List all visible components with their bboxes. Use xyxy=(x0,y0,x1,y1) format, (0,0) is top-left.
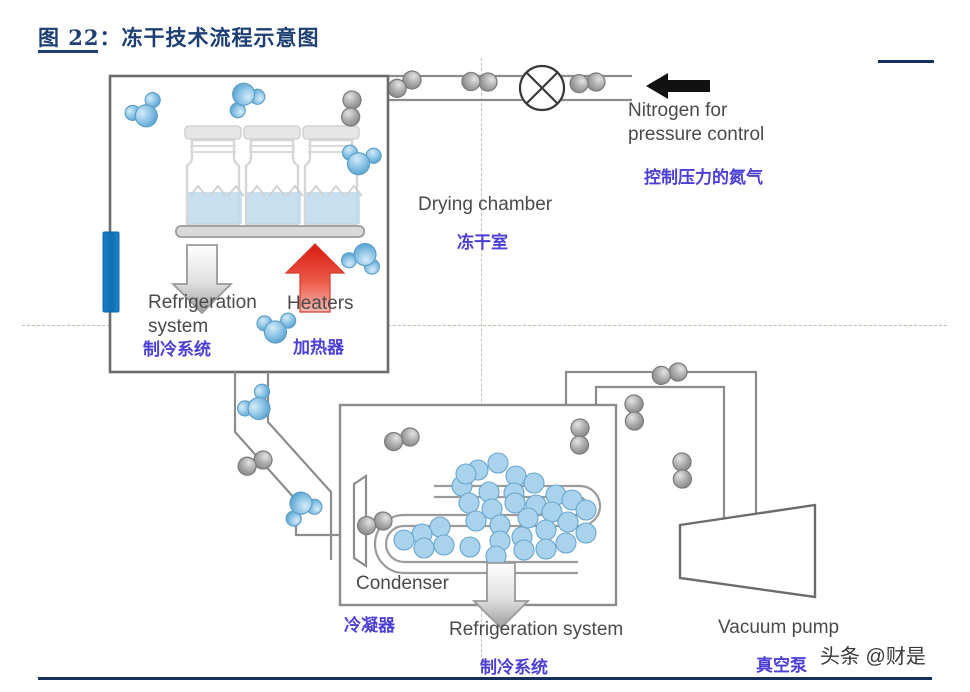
nitrogen-molecule-icon xyxy=(384,67,426,102)
label-chamber-refrigeration-en: Refrigeration system xyxy=(148,292,257,337)
vacuum-pump-icon xyxy=(678,503,817,599)
watermark: 头条 @财是 xyxy=(820,646,926,668)
nitrogen-molecule-icon xyxy=(623,394,645,431)
label-vacuum-pump-cn: 真空泵 xyxy=(756,656,807,675)
vertical-guide-line xyxy=(481,58,482,672)
horizontal-guide-line xyxy=(22,325,947,326)
label-drying-chamber-cn: 冻干室 xyxy=(457,233,508,252)
label-nitrogen-en-line2: pressure control xyxy=(628,124,765,145)
refrigeration-down-arrow-icon xyxy=(170,244,234,315)
label-vacuum-pump-en: Vacuum pump xyxy=(718,617,840,638)
valve-cross-icon xyxy=(518,64,566,112)
condenser-refrigeration-down-arrow-icon xyxy=(471,562,531,630)
heater-up-arrow-icon xyxy=(284,243,346,313)
title-underline xyxy=(38,50,98,53)
label-drying-chamber-en: Drying chamber xyxy=(418,194,553,215)
shelf-icon xyxy=(175,225,365,238)
label-nitrogen-en-line1: Nitrogen for xyxy=(628,100,728,121)
label-nitrogen-cn: 控制压力的氮气 xyxy=(644,168,763,187)
water-molecule-icon xyxy=(231,380,282,429)
bottom-rule xyxy=(38,677,932,680)
label-heaters-en: Heaters xyxy=(287,293,354,314)
label-condenser-cn: 冷凝器 xyxy=(344,616,395,635)
label-nitrogen-en: Nitrogen for pressure control xyxy=(628,99,764,147)
top-right-rule xyxy=(878,60,934,63)
water-molecule-icon xyxy=(279,486,326,529)
nitrogen-inlet-arrow-icon xyxy=(646,73,710,99)
label-condenser-refrigeration-en: Refrigeration system xyxy=(449,619,624,640)
page-title: 图 22：冻干技术流程示意图 xyxy=(38,25,320,50)
chamber-cooling-bar-icon xyxy=(102,231,120,313)
nitrogen-molecule-icon xyxy=(650,361,689,387)
label-chamber-refrigeration-cn: 制冷系统 xyxy=(143,340,211,359)
label-condenser-en: Condenser xyxy=(356,573,449,594)
nitrogen-molecule-icon xyxy=(460,70,499,94)
label-condenser-refrigeration-cn: 制冷系统 xyxy=(480,658,548,677)
label-heaters-cn: 加热器 xyxy=(293,338,344,357)
vial-contents xyxy=(188,184,363,224)
nitrogen-molecule-icon xyxy=(671,452,693,489)
